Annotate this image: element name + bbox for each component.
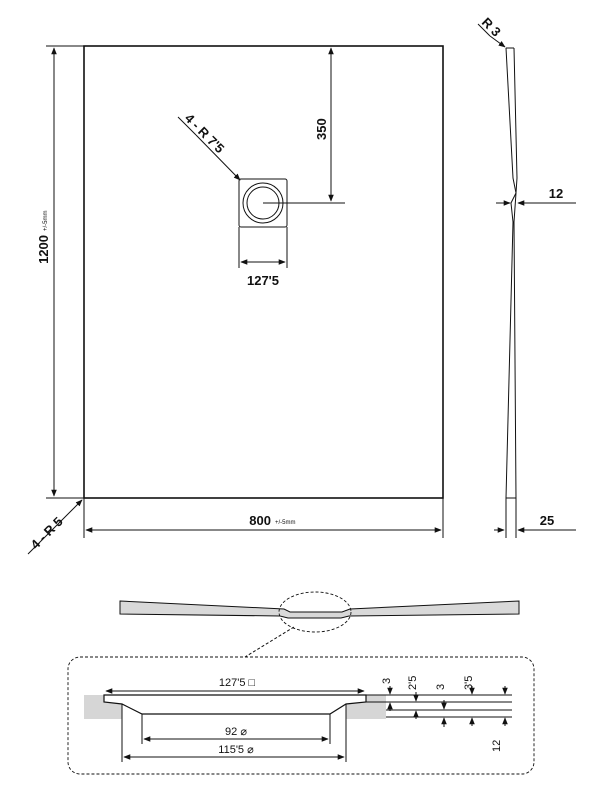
plan-view: 1200 +/-5mm 800 +/-5mm 4 - R 5 350 127'5… <box>27 45 444 555</box>
tray-outline <box>83 45 444 499</box>
edge-radius-label: R 3 <box>479 15 504 40</box>
corner-radius-leader <box>57 499 83 525</box>
corner-radius-underline <box>27 523 59 555</box>
dim-3-5-value: 3'5 <box>463 676 475 690</box>
center-thickness-value: 12 <box>549 186 563 201</box>
width-tolerance: +/-5mm <box>275 520 296 526</box>
length-tolerance: +/-5mm <box>43 210 49 231</box>
dim-3b-value: 3 <box>435 684 447 690</box>
edge-radius-underline <box>477 23 491 37</box>
outer-square-value: 127'5 □ <box>219 677 256 689</box>
dim-3a-value: 3 <box>381 678 393 684</box>
side-view: R 3 12 25 <box>477 15 576 538</box>
detail-view: 127'5 □ 92 ⌀ 115'5 ⌀ 3 2'5 3 3'5 12 <box>67 656 535 775</box>
section-profile <box>119 600 520 619</box>
drain-size-value: 127'5 <box>247 273 279 288</box>
drain-radius-leader <box>195 134 241 181</box>
corner-radius-label: 4 - R 5 <box>28 514 66 552</box>
dim-2-5-value: 2'5 <box>407 676 419 690</box>
drain-body <box>103 694 367 715</box>
drain-offset-value: 350 <box>314 118 329 140</box>
edge-thickness-value: 25 <box>540 513 554 528</box>
length-value: 1200 <box>36 235 51 264</box>
drain-radius-underline <box>177 116 197 136</box>
section-view <box>119 591 520 658</box>
section-detail-circle <box>278 591 352 633</box>
side-profile-right <box>513 47 518 538</box>
width-value: 800 <box>249 513 271 528</box>
edge-radius-leader <box>489 35 506 48</box>
inner-diameter-value: 92 ⌀ <box>225 726 247 738</box>
detail-leader <box>244 626 295 658</box>
drain-radius-label: 4 - R 7'5 <box>182 111 227 156</box>
depth-value: 12 <box>491 740 503 752</box>
detail-frame <box>67 656 535 775</box>
outer-diameter-value: 115'5 ⌀ <box>218 744 254 756</box>
